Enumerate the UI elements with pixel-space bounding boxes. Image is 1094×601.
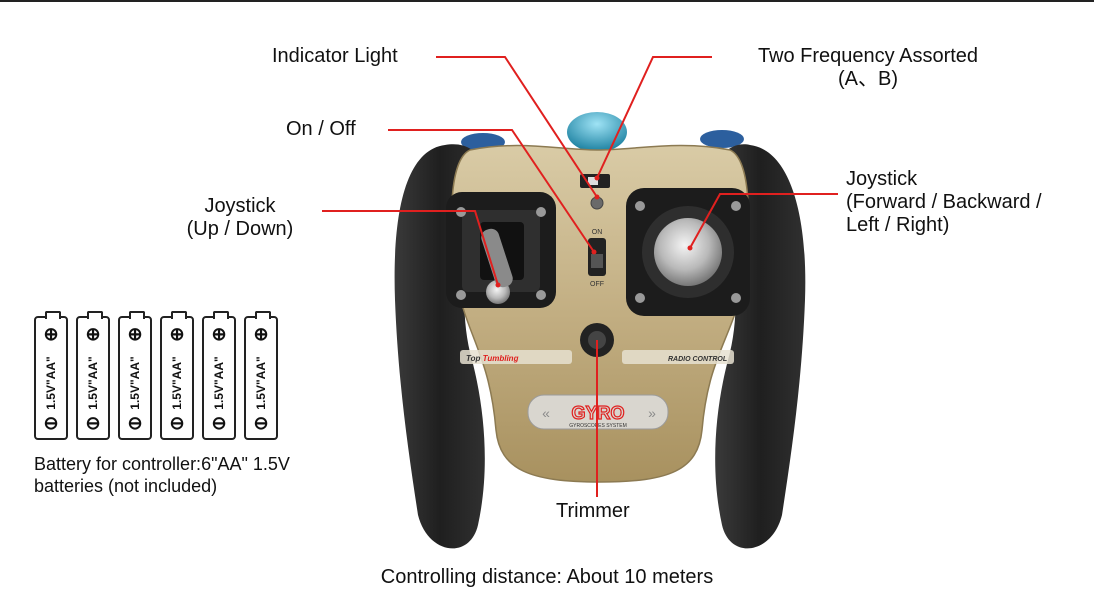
plus-icon: ⊕ (211, 324, 227, 344)
label-joystick-left-line2: (Up / Down) (186, 218, 294, 240)
label-joystick-right-line2: (Forward / Backward / (846, 191, 1042, 213)
label-joystick-left-line1: Joystick (204, 195, 276, 217)
plus-icon: ⊕ (253, 324, 269, 344)
battery-label: 1.5V"AA" (212, 356, 226, 410)
battery-label: 1.5V"AA" (254, 356, 268, 410)
leader-on-off (388, 129, 595, 253)
plus-icon: ⊕ (85, 324, 101, 344)
battery-3: ⊕ 1.5V"AA" ⊖ (118, 311, 152, 440)
label-two-frequency: Two Frequency Assorted (A、B) (722, 45, 1014, 91)
label-on-off: On / Off (286, 118, 356, 140)
leader-two-frequency (596, 56, 712, 179)
minus-icon: ⊖ (211, 413, 227, 433)
battery-1: ⊕ 1.5V"AA" ⊖ (34, 311, 68, 440)
svg-text:»: » (648, 405, 656, 421)
top-border (0, 0, 1094, 2)
label-joystick-right-line3: Left / Right) (846, 214, 950, 236)
controlling-distance: Controlling distance: About 10 meters (380, 566, 714, 588)
battery-4: ⊕ 1.5V"AA" ⊖ (160, 311, 194, 440)
right-bumper (700, 130, 744, 148)
svg-text:Top Tumbling: Top Tumbling (466, 354, 519, 363)
leader-lines (322, 56, 838, 497)
minus-icon: ⊖ (85, 413, 101, 433)
plus-icon: ⊕ (169, 324, 185, 344)
label-joystick-right-line1: Joystick (846, 168, 918, 190)
stripe-right (622, 350, 734, 364)
battery-label: 1.5V"AA" (170, 356, 184, 410)
right-joystick-knob (654, 218, 722, 286)
leader-joystick-right (689, 193, 838, 249)
battery-note: Battery for controller:6"AA" 1.5V batter… (34, 453, 290, 497)
battery-5: ⊕ 1.5V"AA" ⊖ (202, 311, 236, 440)
battery-row: ⊕ 1.5V"AA" ⊖ ⊕ 1.5V"AA" ⊖ ⊕ 1.5V"AA" ⊖ ⊕ 1.5V"A… (34, 311, 294, 444)
minus-icon: ⊖ (253, 413, 269, 433)
svg-text:RADIO CONTROL: RADIO CONTROL (668, 356, 727, 363)
label-joystick-right: Joystick (Forward / Backward / Left / Ri… (846, 168, 1042, 237)
svg-text:«: « (542, 405, 550, 421)
battery-note-line1: Battery for controller:6"AA" 1.5V (34, 454, 290, 474)
battery-label: 1.5V"AA" (44, 356, 58, 410)
minus-icon: ⊖ (169, 413, 185, 433)
label-indicator-light: Indicator Light (272, 45, 398, 67)
svg-text:ON: ON (592, 229, 603, 236)
battery-6: ⊕ 1.5V"AA" ⊖ (244, 311, 278, 440)
battery-2: ⊕ 1.5V"AA" ⊖ (76, 311, 110, 440)
battery-note-line2: batteries (not included) (34, 476, 218, 496)
antenna-cap (567, 112, 627, 152)
battery-label: 1.5V"AA" (128, 356, 142, 410)
label-trimmer: Trimmer (556, 500, 630, 522)
svg-text:OFF: OFF (590, 281, 604, 288)
label-two-frequency-line2: (A、B) (838, 68, 898, 90)
minus-icon: ⊖ (127, 413, 143, 433)
label-joystick-left: Joystick (Up / Down) (164, 195, 316, 241)
label-two-frequency-line1: Two Frequency Assorted (757, 45, 979, 67)
plus-icon: ⊕ (43, 324, 59, 344)
leader-joystick-left (322, 210, 499, 286)
stripe-left (460, 350, 572, 364)
leader-indicator-light (436, 56, 598, 198)
minus-icon: ⊖ (43, 413, 59, 433)
plus-icon: ⊕ (127, 324, 143, 344)
battery-label: 1.5V"AA" (86, 356, 100, 410)
